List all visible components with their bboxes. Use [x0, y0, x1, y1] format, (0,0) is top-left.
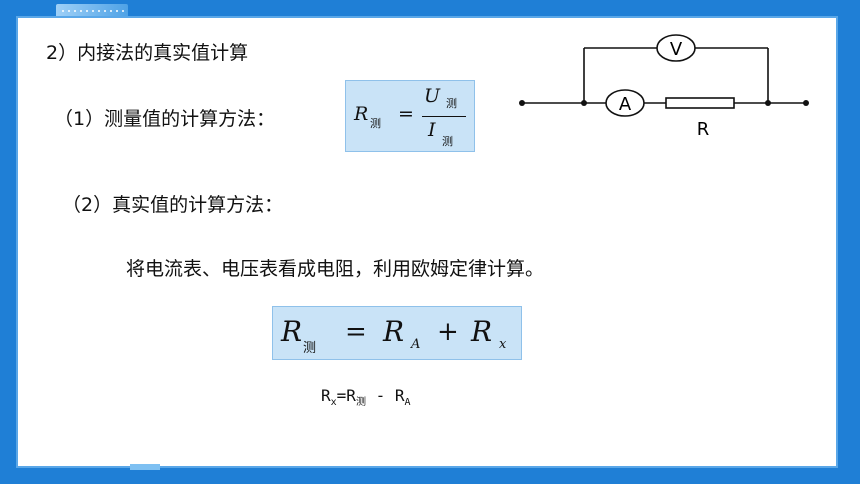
voltmeter-label: V	[670, 39, 683, 60]
circuit-diagram: V A R	[519, 34, 809, 140]
formula-rx: Rx=R测 - RA	[321, 386, 411, 408]
step2-label: （2）真实值的计算方法：	[62, 194, 284, 216]
formula2-plus: +	[437, 317, 459, 347]
formula2-equals: =	[345, 317, 367, 347]
formula1-lhs-symbol: R	[354, 103, 369, 125]
formula2-rx-sub: x	[499, 337, 507, 352]
step1-label: （1）测量值的计算方法：	[54, 108, 276, 130]
ammeter-label: A	[619, 94, 632, 115]
decor-bottom-bar	[130, 464, 160, 470]
formula3-eq: =R	[336, 386, 356, 405]
section-heading: 2）内接法的真实值计算	[46, 42, 249, 64]
formula3-sub2: 测	[355, 397, 366, 409]
formula1-equals: =	[398, 103, 414, 125]
resistor-label: R	[697, 119, 710, 140]
formula-measured-box: R 测 = U 测 I 测	[345, 80, 475, 152]
formula3-minus: - R	[365, 386, 405, 405]
formula-true-value-box: R 测 = R A + R x	[272, 306, 522, 360]
formula2-ra-sub: A	[411, 337, 421, 352]
formula3-r1: R	[321, 386, 331, 405]
formula3-sub3: A	[404, 397, 411, 409]
formula1-denominator-symbol: I	[428, 119, 436, 141]
formula2-ra: R	[383, 315, 405, 348]
formula1-lhs-sub: 测	[370, 117, 381, 130]
formula1-numerator-sub: 测	[446, 97, 457, 110]
formula1-numerator-symbol: U	[424, 85, 441, 107]
formula2-r-sub: 测	[303, 341, 317, 356]
voltmeter-icon: V	[656, 34, 696, 62]
ammeter-icon: A	[605, 89, 645, 117]
formula2-rx: R	[471, 315, 493, 348]
formula2-r: R	[281, 315, 303, 348]
method-description: 将电流表、电压表看成电阻，利用欧姆定律计算。	[126, 258, 545, 280]
resistor-icon	[665, 97, 735, 109]
formula3-sub1: x	[330, 397, 337, 409]
fraction-bar	[422, 116, 466, 117]
formula1-denominator-sub: 测	[442, 135, 453, 148]
decor-dots	[60, 8, 124, 14]
